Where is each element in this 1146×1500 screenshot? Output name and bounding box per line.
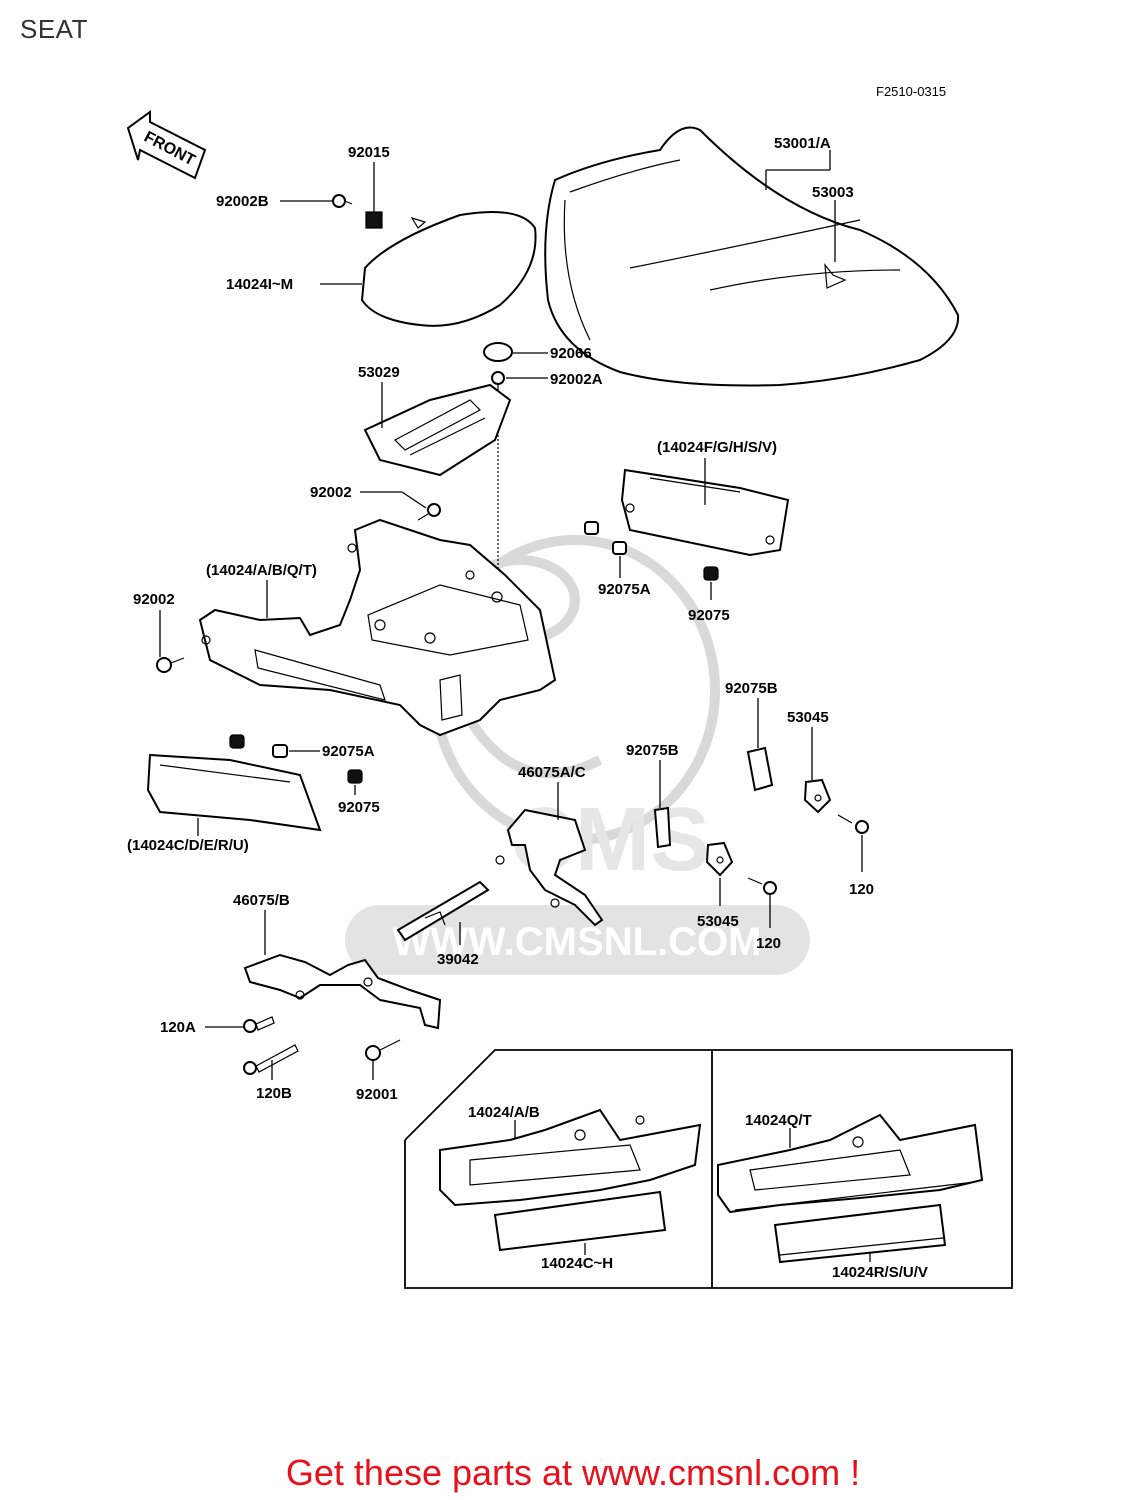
main-seat (544, 126, 960, 387)
clip-92075b-right (746, 746, 774, 792)
grommet-92075-left (347, 769, 363, 784)
screw-120-mid (747, 877, 777, 895)
page-title: SEAT (20, 14, 88, 44)
watermark-url: WWW.CMSNL.COM (393, 920, 762, 964)
label-53003: 53003 (812, 184, 854, 201)
label-14024-a-b-box: 14024/A/B (468, 1104, 540, 1121)
label-92075b-mid: 92075B (626, 742, 679, 759)
clip-92075b-mid (653, 806, 672, 849)
side-panel-lower (146, 753, 322, 832)
nut-92015 (365, 211, 383, 229)
bracket-46075ac (495, 808, 604, 927)
label-14024q-t-box: 14024Q/T (745, 1112, 812, 1129)
label-46075b: 46075/B (233, 892, 290, 909)
label-92075a-right: 92075A (598, 581, 651, 598)
grommet-92075a-left-2 (272, 744, 288, 758)
cap-92066 (483, 342, 513, 362)
grommet-92075a-right-2 (612, 541, 627, 555)
variant-panel-14024c-h (493, 1190, 667, 1252)
grommet-92075-right (703, 566, 719, 581)
watermark: WWW.CMSNL.COM CMS (345, 535, 810, 975)
label-92075-right: 92075 (688, 607, 730, 624)
label-14024-a-b-q-t: (14024/A/B/Q/T) (206, 562, 317, 579)
label-92075b-right: 92075B (725, 680, 778, 697)
variant-14024-a-b (439, 1108, 702, 1207)
label-14024i-m: 14024I~M (226, 276, 293, 293)
bolt-92002-left (156, 657, 185, 673)
variant-panel-14024r-s-u-v (773, 1203, 947, 1264)
label-92075-left: 92075 (338, 799, 380, 816)
label-120-right: 120 (849, 881, 874, 898)
figure-code: F2510-0315 (876, 84, 946, 99)
rod-39042 (396, 880, 490, 942)
label-92002-top: 92002 (310, 484, 352, 501)
bolt-92002-top (417, 503, 441, 521)
label-92002-left: 92002 (133, 591, 175, 608)
label-14024c-d-e-r-u: (14024C/D/E/R/U) (127, 837, 249, 854)
front-arrow-icon: FRONT (126, 110, 207, 180)
bolt-120b (243, 1044, 299, 1075)
label-92002b: 92002B (216, 193, 269, 210)
rear-cowl (198, 518, 557, 737)
latch-53045-mid (705, 841, 734, 877)
bolt-92001 (365, 1039, 401, 1061)
tray-53029 (363, 383, 512, 477)
hinge-46075b (243, 953, 442, 1030)
label-53045-mid: 53045 (697, 913, 739, 930)
label-14024c-h-box: 14024C~H (541, 1255, 613, 1272)
bolt-92002a (491, 371, 505, 392)
seat-cover (360, 210, 537, 327)
label-39042: 39042 (437, 951, 479, 968)
label-120b: 120B (256, 1085, 292, 1102)
label-46075ac: 46075A/C (518, 764, 586, 781)
label-53029: 53029 (358, 364, 400, 381)
grommet-92075a-left-1 (229, 734, 245, 749)
label-14024f-g-h-s-v: (14024F/G/H/S/V) (657, 439, 777, 456)
variant-inset-box: 14024/A/B 14024C~H 14024Q/T 14024R/S/U/V (404, 1049, 1013, 1289)
grommet-92075a-right-1 (584, 521, 599, 535)
variant-14024-q-t (717, 1113, 984, 1214)
label-92001: 92001 (356, 1086, 398, 1103)
footer-link[interactable]: Get these parts at www.cmsnl.com ! (285, 1452, 861, 1493)
label-92002a: 92002A (550, 371, 603, 388)
screw-92002b (332, 194, 353, 208)
screw-120-right (837, 814, 869, 834)
label-92075a-left: 92075A (322, 743, 375, 760)
side-panel-upper (620, 468, 790, 557)
label-53001a: 53001/A (774, 135, 831, 152)
label-14024r-s-u-v-box: 14024R/S/U/V (832, 1264, 928, 1281)
label-53045-right: 53045 (787, 709, 829, 726)
label-120a: 120A (160, 1019, 196, 1036)
label-120-mid: 120 (756, 935, 781, 952)
bolt-120a (243, 1016, 275, 1033)
label-92066: 92066 (550, 345, 592, 362)
watermark-banner (345, 905, 810, 975)
label-92015: 92015 (348, 144, 390, 161)
latch-53045-right (803, 778, 832, 814)
